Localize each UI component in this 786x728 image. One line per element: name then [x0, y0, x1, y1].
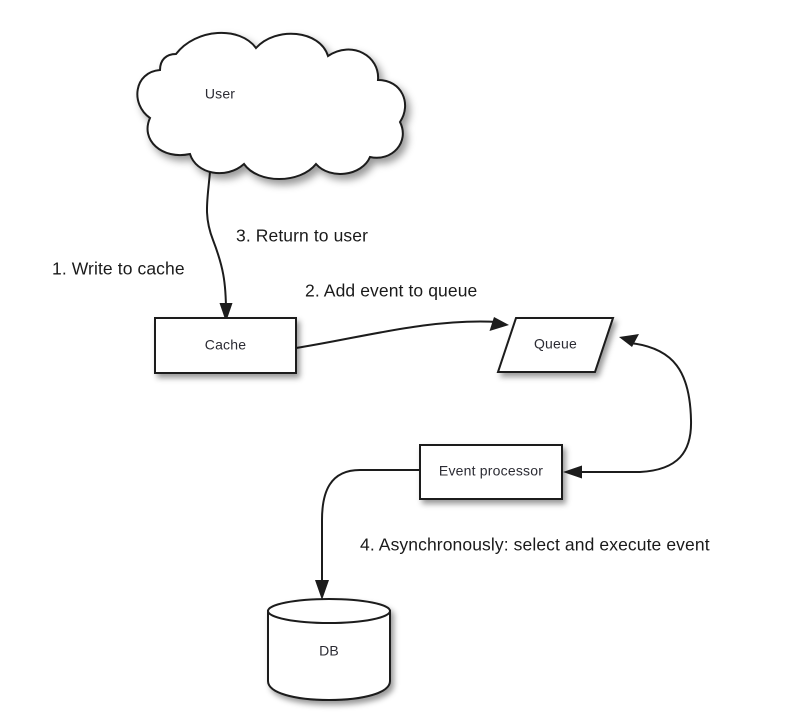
arrow-head-into-cache	[219, 303, 233, 322]
node-cache[interactable]: Cache	[154, 317, 297, 374]
edge-event-processor-to-db	[315, 469, 420, 600]
queue-label: Queue	[534, 336, 577, 352]
event-processor-label: Event processor	[439, 463, 543, 479]
node-user[interactable]: User	[136, 31, 406, 180]
user-label: User	[205, 86, 235, 102]
db-cylinder-body	[267, 610, 391, 702]
edge-event-processor-to-db-path	[321, 469, 420, 589]
edge-user-to-cache-path	[205, 157, 227, 313]
edge-label-step-4: 4. Asynchronously: select and execute ev…	[360, 535, 710, 555]
queue-parallelogram-shape	[496, 317, 615, 373]
edge-user-to-cache	[205, 157, 233, 322]
arrow-head-into-queue-right	[619, 334, 639, 347]
db-cylinder-top	[267, 598, 391, 624]
edge-cache-to-queue-path	[295, 320, 499, 349]
arrow-head-into-db	[315, 580, 329, 600]
edge-label-step-1: 1. Write to cache	[52, 259, 185, 279]
edge-cache-to-queue	[295, 317, 509, 349]
arrow-head-into-queue	[489, 317, 509, 331]
event-processor-box-shape	[419, 444, 563, 500]
edge-queue-event-processor-loop-path	[579, 342, 693, 473]
node-event-processor[interactable]: Event processor	[419, 444, 563, 500]
arrow-head-into-event-processor	[563, 465, 582, 479]
edge-label-step-3: 3. Return to user	[236, 226, 368, 246]
cache-box-shape	[154, 317, 297, 374]
cache-label: Cache	[205, 337, 246, 353]
user-cloud-shape	[136, 31, 406, 180]
edge-label-step-2: 2. Add event to queue	[305, 281, 477, 301]
db-label: DB	[319, 643, 339, 659]
edge-queue-event-processor-loop	[563, 334, 693, 479]
node-db[interactable]: DB	[267, 598, 391, 702]
node-queue[interactable]: Queue	[496, 317, 615, 373]
